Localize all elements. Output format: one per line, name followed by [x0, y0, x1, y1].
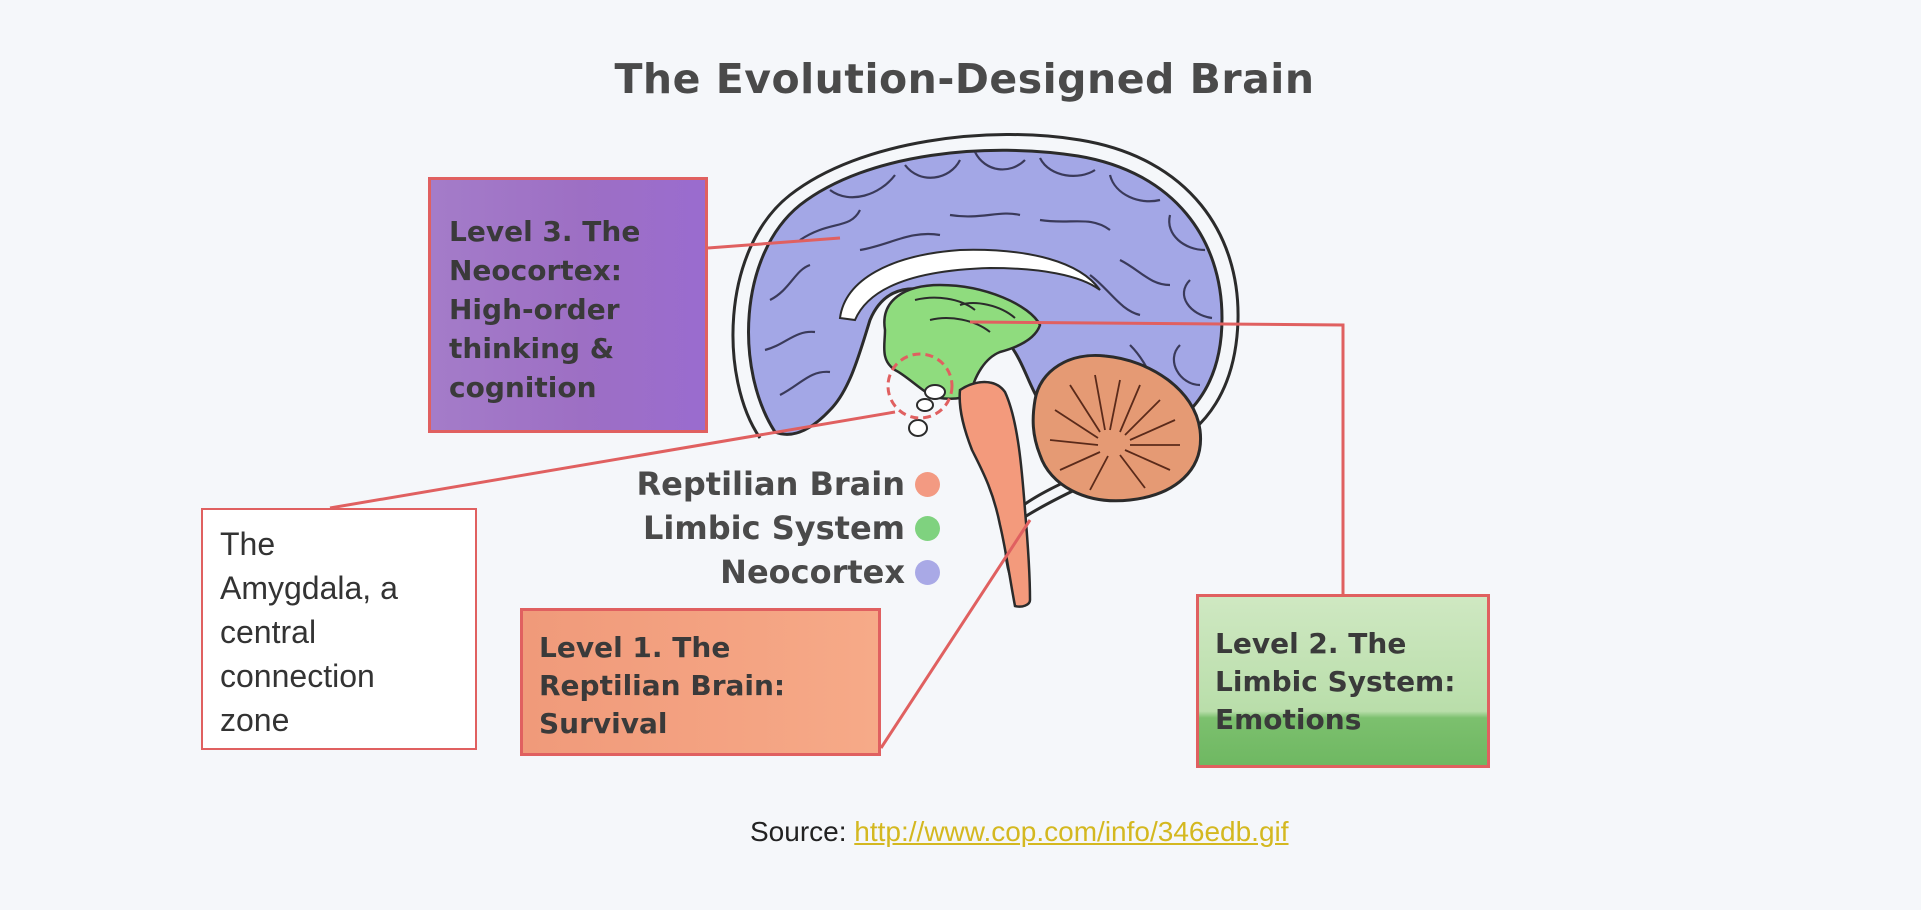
source-link[interactable]: http://www.cop.com/info/346edb.gif: [854, 816, 1288, 847]
legend-label-neocortex: Neocortex: [720, 553, 905, 591]
reptilian-label-box: Level 1. The Reptilian Brain: Survival: [520, 608, 881, 756]
amygdala-line-4: connection: [220, 654, 465, 698]
neocortex-line-1: Level 3. The: [449, 212, 689, 251]
reptilian-line-2: Reptilian Brain:: [539, 667, 864, 705]
neocortex-label-box: Level 3. The Neocortex: High-order think…: [428, 177, 708, 433]
reptilian-line-3: Survival: [539, 705, 864, 743]
neocortex-line-5: cognition: [449, 368, 689, 407]
legend-dot-reptilian: [915, 472, 940, 497]
neocortex-line-3: High-order: [449, 290, 689, 329]
source-line: Source: http://www.cop.com/info/346edb.g…: [750, 816, 1289, 848]
neocortex-line-2: Neocortex:: [449, 251, 689, 290]
amygdala-line-2: Amygdala, a: [220, 566, 465, 610]
source-label: Source:: [750, 816, 854, 847]
legend-item-limbic: Limbic System: [643, 506, 940, 550]
reptilian-line-1: Level 1. The: [539, 629, 864, 667]
legend-item-neocortex: Neocortex: [720, 550, 940, 594]
amygdala-label-box: The Amygdala, a central connection zone: [201, 508, 477, 750]
legend-item-reptilian: Reptilian Brain: [637, 462, 940, 506]
neocortex-line-4: thinking &: [449, 329, 689, 368]
legend-label-limbic: Limbic System: [643, 509, 905, 547]
limbic-line-2: Limbic System:: [1215, 663, 1477, 701]
amygdala-line-3: central: [220, 610, 465, 654]
limbic-label-box: Level 2. The Limbic System: Emotions: [1196, 594, 1490, 768]
legend-dot-neocortex: [915, 560, 940, 585]
amygdala-line-1: The: [220, 522, 465, 566]
limbic-line-1: Level 2. The: [1215, 625, 1477, 663]
limbic-line-3: Emotions: [1215, 701, 1477, 739]
legend-dot-limbic: [915, 516, 940, 541]
amygdala-line-5: zone: [220, 698, 465, 742]
legend-label-reptilian: Reptilian Brain: [637, 465, 905, 503]
